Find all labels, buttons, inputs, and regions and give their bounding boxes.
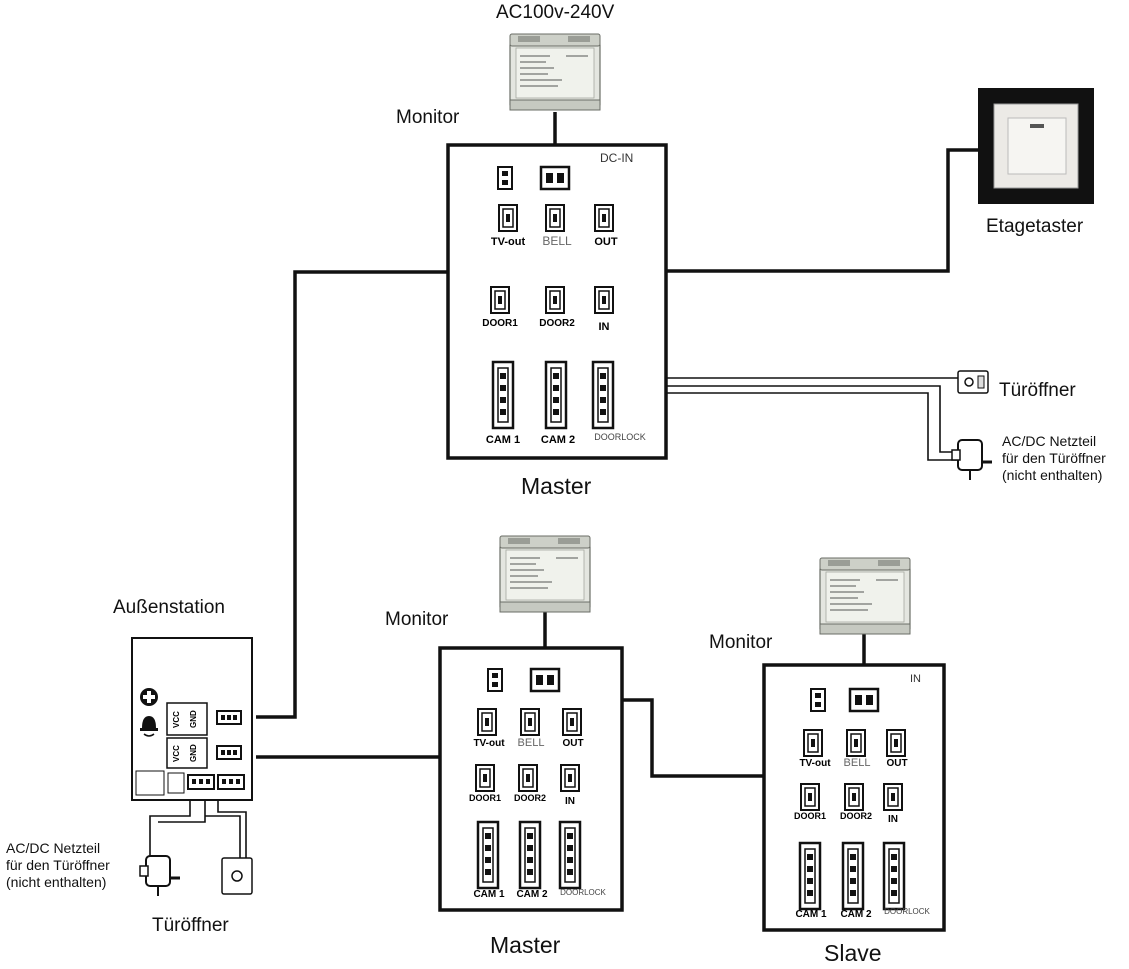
- port-in-label: IN: [888, 814, 898, 825]
- adapter-note-line2: für den Türöffner: [1002, 450, 1106, 466]
- door-opener-label-outdoor: Türöffner: [152, 915, 229, 936]
- port-dc-in-label: IN: [910, 673, 921, 685]
- port-tv-out-label: TV-out: [799, 758, 831, 769]
- door-opener-top: [957, 370, 989, 394]
- port-in-label: IN: [599, 321, 610, 333]
- adapter-note-outdoor: AC/DC Netzteil für den Türöffner (nicht …: [6, 840, 146, 891]
- port-door2-label: DOOR2: [840, 811, 872, 821]
- port-door1-label: DOOR1: [482, 318, 518, 329]
- monitor-label-bottom: Monitor: [385, 609, 449, 630]
- port-bell-label: BELL: [844, 757, 871, 769]
- gnd-label: GND: [189, 744, 198, 762]
- master-unit-top: DC-IN TV-out BELL OUT DOOR1 DOOR2 IN CAM…: [446, 143, 668, 460]
- master-unit-bottom: TV-out BELL OUT DOOR1 DOOR2 IN CAM 1 CAM…: [438, 646, 624, 912]
- outdoor-lock-wires: [149, 800, 247, 860]
- port-tv-out-label: TV-out: [491, 236, 526, 248]
- master-label-bottom: Master: [490, 932, 561, 958]
- door-opener-outdoor: [221, 857, 253, 895]
- port-doorlock-label: DOORLOCK: [594, 432, 646, 442]
- port-doorlock-label: DOORLOCK: [560, 888, 606, 897]
- port-cam1-label: CAM 1: [795, 909, 827, 920]
- port-cam2-label: CAM 2: [516, 889, 548, 900]
- port-cam1-label: CAM 1: [486, 434, 520, 446]
- power-supply-slave: [819, 557, 911, 635]
- port-door1-label: DOOR1: [469, 793, 501, 803]
- door-opener-label-top: Türöffner: [999, 380, 1076, 401]
- port-door1-label: DOOR1: [794, 811, 826, 821]
- port-bell-label: BELL: [518, 737, 545, 749]
- master-label-top: Master: [521, 473, 592, 499]
- port-cam1-label: CAM 1: [473, 889, 505, 900]
- power-supply-bottom-master: [499, 535, 591, 613]
- adapter-outdoor: [138, 854, 182, 898]
- monitor-label-slave: Monitor: [709, 632, 773, 653]
- bell-icon: [140, 716, 158, 737]
- plus-icon: [140, 688, 158, 706]
- adapter-top: [950, 438, 994, 482]
- vcc-label: VCC: [172, 745, 181, 762]
- port-door2-label: DOOR2: [514, 793, 546, 803]
- port-out-label: OUT: [562, 738, 583, 749]
- floor-button-switch: [978, 88, 1094, 204]
- adapter-note-line3: (nicht enthalten): [6, 874, 107, 890]
- slave-unit: IN TV-out BELL OUT DOOR1 DOOR2 IN CAM 1 …: [762, 663, 946, 932]
- floor-button-label: Etagetaster: [986, 216, 1084, 237]
- port-dc-in-label: DC-IN: [600, 151, 633, 165]
- port-tv-out-label: TV-out: [473, 738, 505, 749]
- port-out-label: OUT: [594, 236, 618, 248]
- adapter-note-line1: AC/DC Netzteil: [1002, 433, 1097, 449]
- adapter-note-line2: für den Türöffner: [6, 857, 110, 873]
- port-in-label: IN: [565, 796, 575, 807]
- outdoor-station-label: Außenstation: [113, 597, 225, 618]
- port-cam2-label: CAM 2: [541, 434, 575, 446]
- power-supply-label: AC100v-240V: [496, 2, 615, 23]
- slave-label: Slave: [824, 940, 882, 966]
- port-out-label: OUT: [886, 758, 907, 769]
- power-supply-top: [509, 33, 601, 111]
- monitor-label-top: Monitor: [396, 107, 460, 128]
- outdoor-station: VCC GND VCC GND: [131, 637, 253, 801]
- vcc-label: VCC: [172, 711, 181, 728]
- port-cam2-label: CAM 2: [840, 909, 872, 920]
- adapter-note-top: AC/DC Netzteil für den Türöffner (nicht …: [1002, 433, 1127, 484]
- port-doorlock-label: DOORLOCK: [884, 907, 930, 916]
- port-bell-label: BELL: [542, 234, 572, 248]
- adapter-note-line3: (nicht enthalten): [1002, 467, 1103, 483]
- port-door2-label: DOOR2: [539, 318, 575, 329]
- adapter-note-line1: AC/DC Netzteil: [6, 840, 101, 856]
- gnd-label: GND: [189, 710, 198, 728]
